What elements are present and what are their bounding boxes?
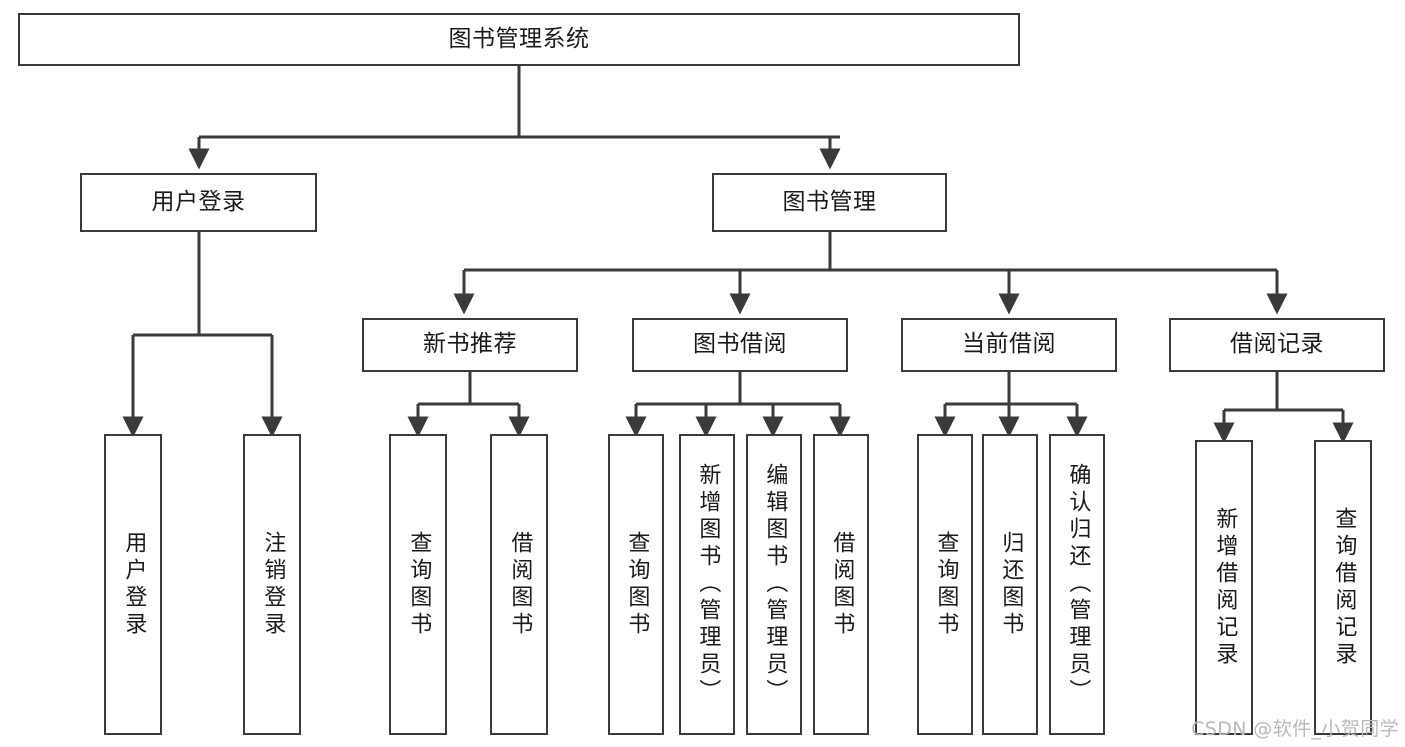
leaf-record-add-record[interactable]: 新增借阅记录	[1195, 440, 1253, 735]
leaf-user-login-logout[interactable]: 注销登录	[243, 434, 301, 735]
node-label: 新增借阅记录	[1212, 506, 1238, 669]
node-label: 新书推荐	[423, 331, 517, 358]
node-label: 借阅图书	[829, 530, 855, 639]
node-label: 图书管理系统	[448, 25, 590, 52]
leaf-recommend-query-book[interactable]: 查询图书	[389, 434, 447, 735]
node-label: 查询图书	[624, 530, 650, 639]
node-label: 查询借阅记录	[1331, 506, 1357, 669]
leaf-current-return-book[interactable]: 归还图书	[982, 434, 1038, 735]
leaf-borrow-query-book[interactable]: 查询图书	[608, 434, 664, 735]
node-new-book-recommend[interactable]: 新书推荐	[362, 318, 578, 372]
leaf-current-query-book[interactable]: 查询图书	[917, 434, 973, 735]
node-current-borrow[interactable]: 当前借阅	[901, 318, 1117, 372]
leaf-recommend-borrow-book[interactable]: 借阅图书	[490, 434, 548, 735]
leaf-record-query-record[interactable]: 查询借阅记录	[1314, 440, 1372, 735]
node-book-borrow[interactable]: 图书借阅	[632, 318, 848, 372]
node-label: 确认归还（管理员）	[1065, 463, 1091, 706]
node-label: 图书借阅	[693, 331, 787, 358]
node-label: 图书管理	[782, 188, 877, 215]
leaf-user-login-login[interactable]: 用户登录	[104, 434, 162, 735]
leaf-borrow-add-book-admin[interactable]: 新增图书（管理员）	[679, 434, 735, 735]
leaf-borrow-borrow-book[interactable]: 借阅图书	[813, 434, 869, 735]
node-label: 查询图书	[933, 530, 959, 639]
node-label: 借阅图书	[507, 530, 533, 639]
node-root-system[interactable]: 图书管理系统	[18, 13, 1020, 66]
node-label: 新增图书（管理员）	[695, 463, 721, 706]
node-label: 注销登录	[260, 530, 286, 639]
node-label: 借阅记录	[1230, 331, 1324, 358]
node-label: 当前借阅	[962, 331, 1056, 358]
node-label: 归还图书	[998, 530, 1024, 639]
node-book-management[interactable]: 图书管理	[712, 173, 947, 232]
node-label: 用户登录	[151, 188, 246, 215]
node-label: 编辑图书（管理员）	[762, 463, 788, 706]
node-user-login[interactable]: 用户登录	[80, 173, 317, 232]
leaf-current-confirm-return-admin[interactable]: 确认归还（管理员）	[1049, 434, 1105, 735]
watermark-text: CSDN @软件_小贺同学	[1191, 718, 1399, 740]
leaf-borrow-edit-book-admin[interactable]: 编辑图书（管理员）	[746, 434, 802, 735]
node-label: 查询图书	[406, 530, 432, 639]
node-borrow-record[interactable]: 借阅记录	[1169, 318, 1385, 372]
node-label: 用户登录	[121, 530, 147, 639]
